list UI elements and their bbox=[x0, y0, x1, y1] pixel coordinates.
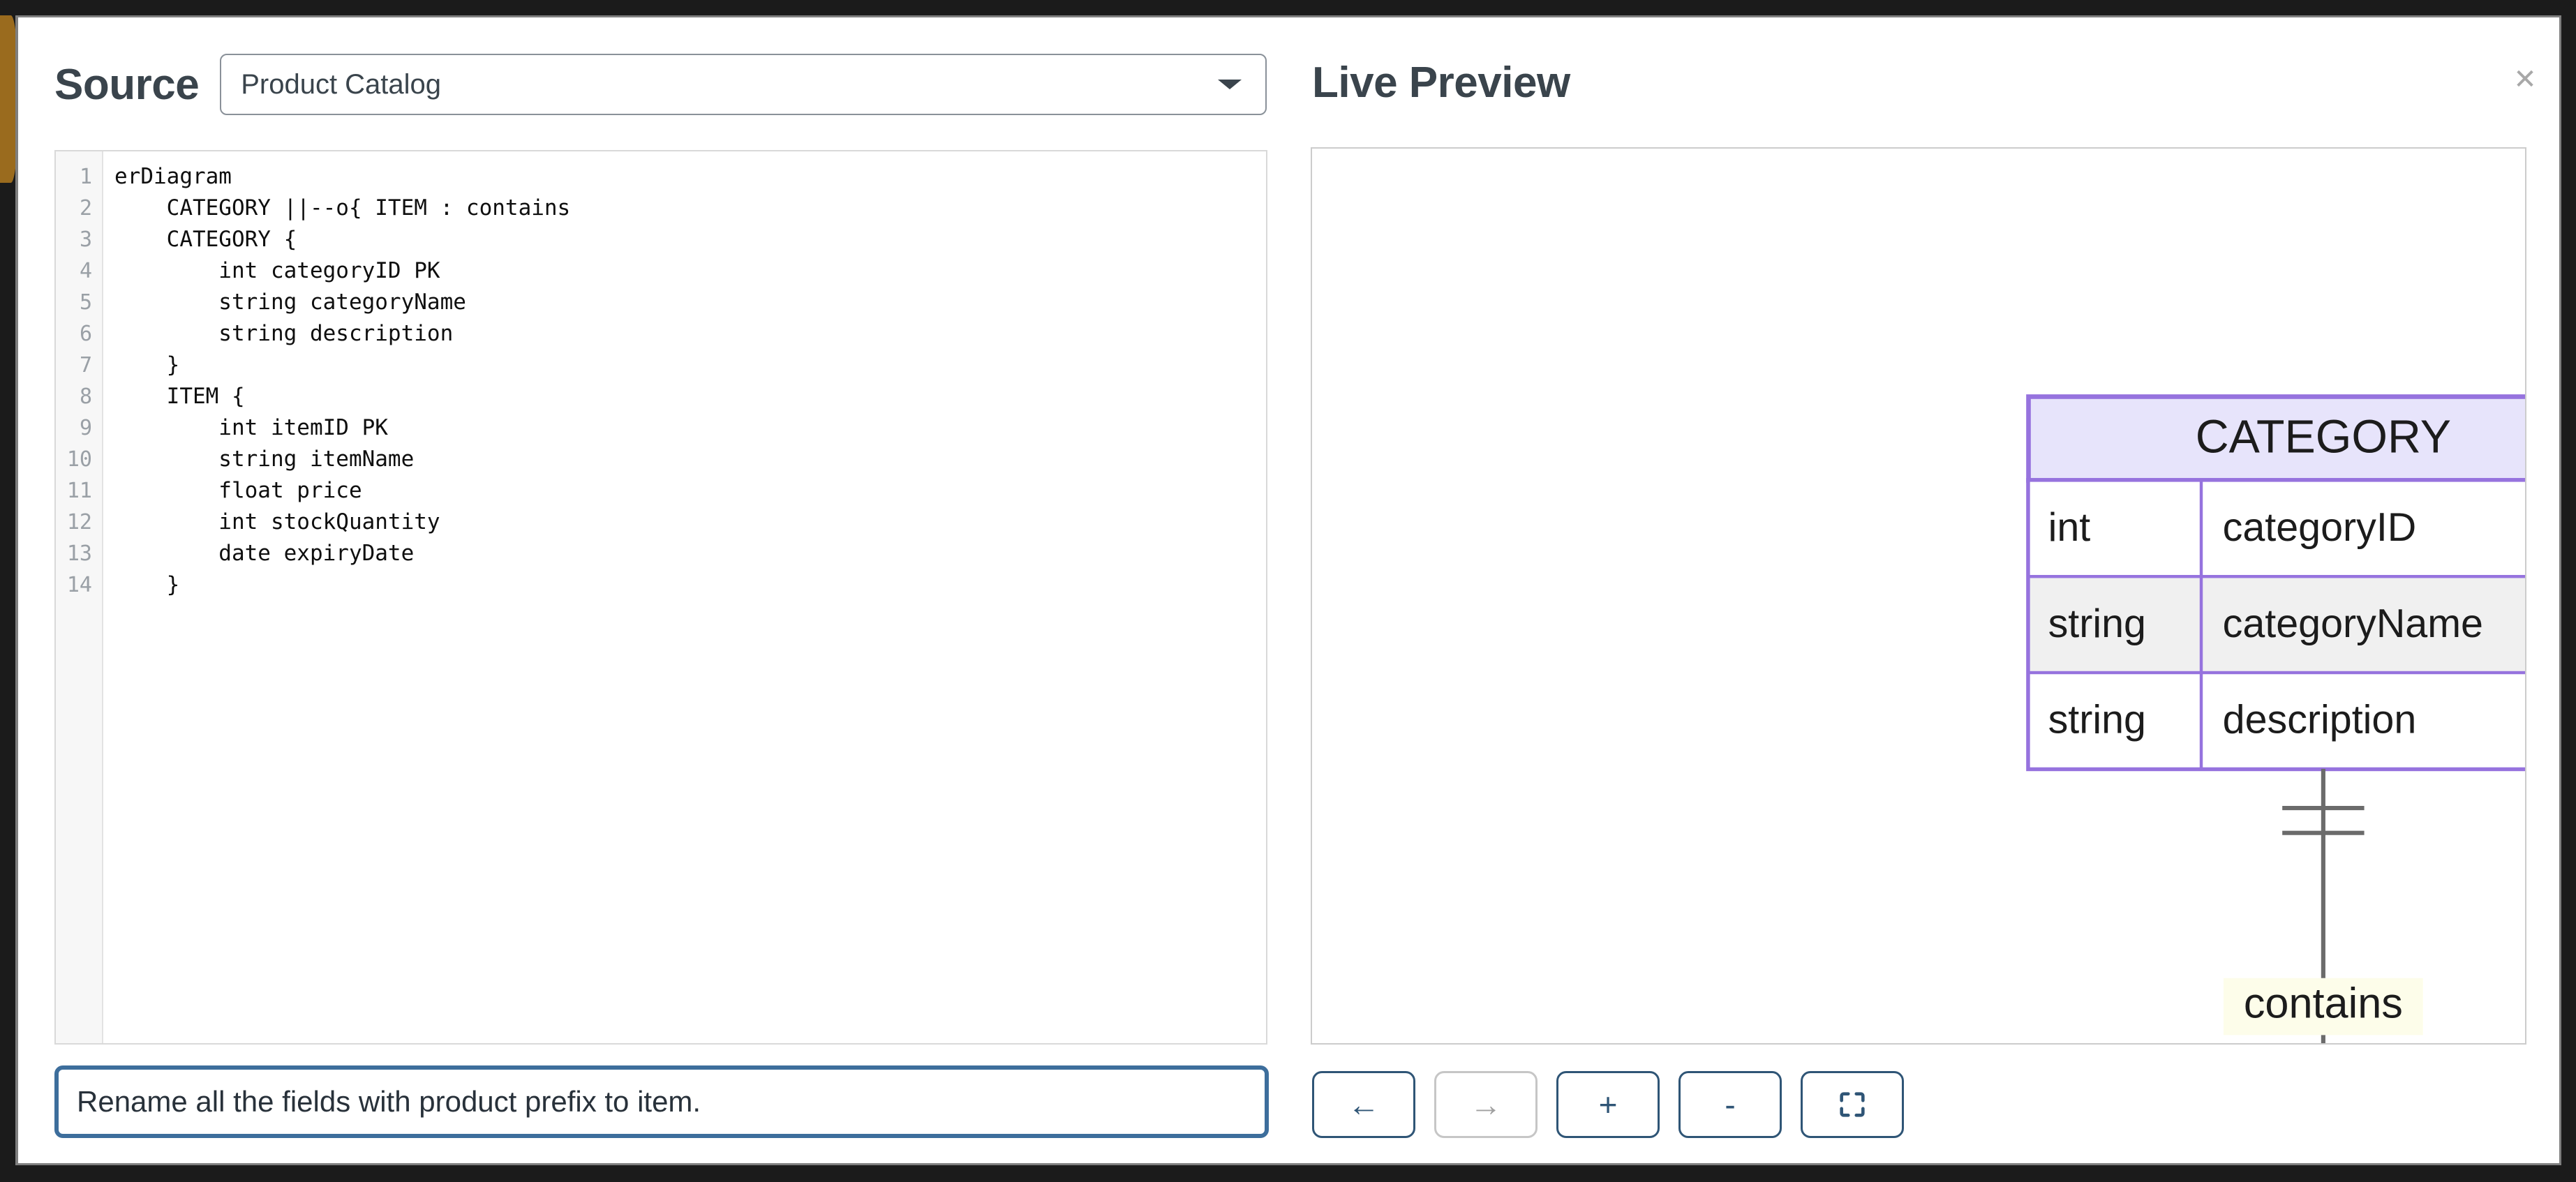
attr-name-cell bbox=[2199, 479, 2525, 578]
entity-header-CATEGORY bbox=[2026, 394, 2525, 483]
attr-name-cell bbox=[2199, 671, 2525, 771]
code-line: ITEM { bbox=[114, 384, 245, 409]
background-accent-shape bbox=[0, 15, 18, 183]
code-line: int stockQuantity bbox=[114, 509, 440, 534]
line-number: 5 bbox=[79, 290, 92, 315]
preview-title: Live Preview bbox=[1312, 59, 1570, 107]
attr-type-text: string bbox=[2048, 698, 2146, 742]
undo-button[interactable]: ← bbox=[1312, 1071, 1415, 1138]
code-line: string categoryName bbox=[114, 290, 466, 315]
code-line: float price bbox=[114, 478, 362, 503]
line-number: 2 bbox=[79, 196, 92, 220]
code-line: string itemName bbox=[114, 447, 415, 472]
code-line: date expiryDate bbox=[114, 541, 415, 566]
zoom-out-button[interactable]: - bbox=[1678, 1071, 1782, 1138]
line-number: 11 bbox=[66, 479, 92, 503]
attr-name-text: categoryName bbox=[2223, 601, 2483, 646]
code-line: } bbox=[114, 572, 180, 597]
er-diagram-svg: CATEGORYintcategoryIDPKstringcategoryNam… bbox=[2026, 394, 2525, 1043]
source-header: Source Product Catalog bbox=[54, 54, 1267, 115]
relationship-label-bg bbox=[2223, 978, 2423, 1035]
line-number: 7 bbox=[79, 353, 92, 377]
line-number: 4 bbox=[79, 259, 92, 283]
code-content[interactable]: erDiagram CATEGORY ||--o{ ITEM : contain… bbox=[103, 151, 1266, 1043]
arrow-right-icon: → bbox=[1470, 1086, 1502, 1123]
close-icon[interactable]: ✕ bbox=[2509, 63, 2541, 96]
minus-icon: - bbox=[1725, 1086, 1736, 1123]
line-number: 1 bbox=[79, 165, 92, 189]
attr-type-cell bbox=[2027, 575, 2203, 675]
code-line: string description bbox=[114, 321, 454, 346]
chevron-down-icon bbox=[1218, 80, 1242, 89]
attr-name-text: description bbox=[2223, 698, 2417, 742]
line-number: 10 bbox=[66, 447, 92, 472]
preview-canvas[interactable]: CATEGORYintcategoryIDPKstringcategoryNam… bbox=[1311, 147, 2526, 1045]
code-line: erDiagram bbox=[114, 164, 232, 189]
fit-to-screen-icon bbox=[1840, 1092, 1865, 1117]
diagram-select-value: Product Catalog bbox=[241, 68, 442, 100]
line-number: 6 bbox=[79, 322, 92, 346]
line-number: 9 bbox=[79, 416, 92, 440]
redo-button: → bbox=[1434, 1071, 1538, 1138]
line-number: 12 bbox=[66, 510, 92, 534]
code-line: int itemID PK bbox=[114, 415, 388, 440]
code-line: int categoryID PK bbox=[114, 258, 440, 283]
arrow-left-icon: ← bbox=[1348, 1086, 1380, 1123]
diagram-select[interactable]: Product Catalog bbox=[220, 54, 1267, 115]
prompt-input[interactable] bbox=[54, 1065, 1269, 1138]
entity-name-CATEGORY: CATEGORY bbox=[2196, 412, 2451, 463]
attr-type-text: string bbox=[2048, 601, 2146, 646]
attr-type-cell bbox=[2027, 671, 2203, 771]
line-number: 14 bbox=[66, 573, 92, 597]
line-number: 8 bbox=[79, 384, 92, 409]
plus-icon: + bbox=[1598, 1086, 1618, 1123]
code-line: } bbox=[114, 352, 180, 377]
code-line: CATEGORY { bbox=[114, 227, 297, 252]
fit-screen-button[interactable] bbox=[1801, 1071, 1904, 1138]
line-number: 13 bbox=[66, 541, 92, 566]
relationship-label: contains bbox=[2244, 980, 2403, 1027]
prompt-field-wrapper bbox=[54, 1065, 1269, 1138]
preview-pane: Live Preview CATEGORYintcategoryIDPKstri… bbox=[1302, 17, 2559, 1163]
attr-type-text: int bbox=[2048, 505, 2091, 550]
zoom-in-button[interactable]: + bbox=[1556, 1071, 1660, 1138]
attr-type-cell bbox=[2027, 479, 2203, 578]
line-number: 3 bbox=[79, 227, 92, 252]
page-title: Source bbox=[54, 60, 200, 109]
preview-toolbar: ← → + - bbox=[1312, 1071, 1904, 1138]
attr-name-text: categoryID bbox=[2223, 505, 2417, 550]
code-line: CATEGORY ||--o{ ITEM : contains bbox=[114, 195, 571, 220]
